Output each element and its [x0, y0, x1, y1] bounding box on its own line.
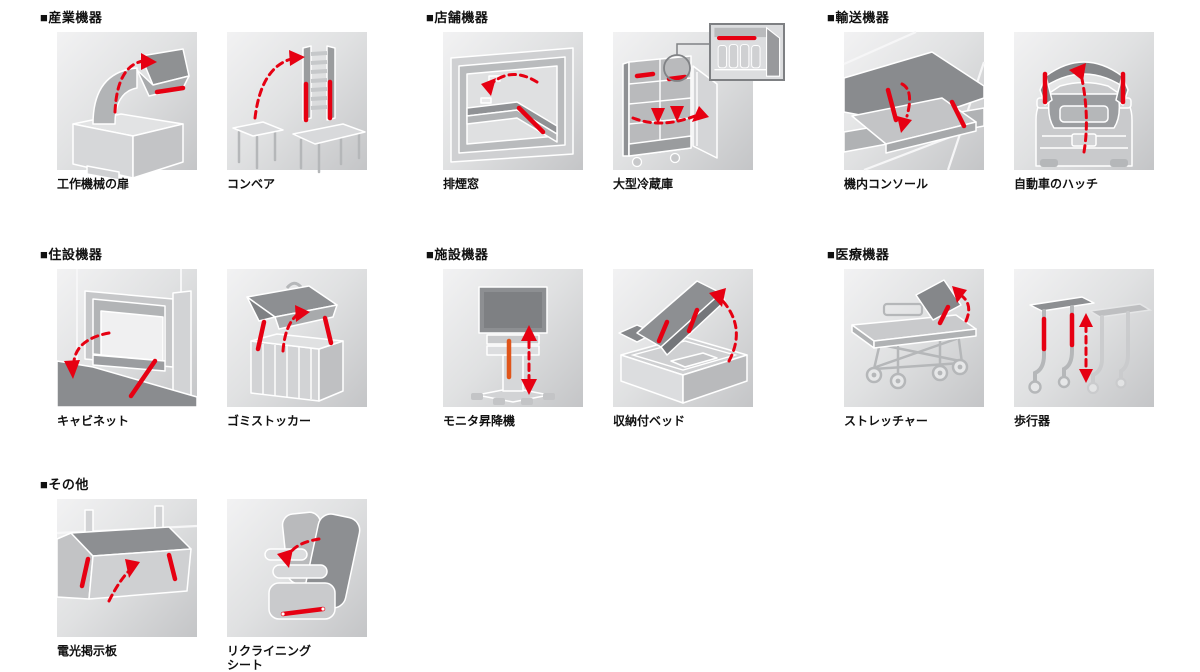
- tile-monitor-lift: モニタ昇降機: [443, 269, 583, 428]
- motion-arrows: [253, 50, 333, 123]
- cabinet-illustration: [56, 269, 198, 408]
- motion-arrows: [1042, 63, 1126, 154]
- item-label: キャビネット: [57, 414, 130, 428]
- tile-row: ストレッチャー: [844, 269, 1154, 428]
- stretcher-illustration: [844, 269, 984, 407]
- tile-row: 排煙窓: [443, 23, 785, 191]
- machine-tool-door-illustration: [57, 32, 197, 181]
- item-label: 収納付ベッド: [613, 414, 686, 428]
- tile-walker: 歩行器: [1014, 269, 1154, 428]
- motion-arrows: [506, 325, 537, 395]
- tile-stretcher: ストレッチャー: [844, 269, 984, 428]
- garbage-stocker-illustration: [227, 269, 367, 407]
- tile-conveyor: コンベア: [227, 32, 367, 191]
- monitor-lift-illustration: [443, 269, 583, 407]
- reclining-seat-illustration: [227, 499, 367, 637]
- tile-garbage-stocker: ゴミストッカー: [227, 269, 367, 428]
- group-industrial: ■産業機器 工作機械の扉: [40, 11, 367, 191]
- smoke-vent-window-illustration: [443, 32, 583, 170]
- item-label: 電光掲示板: [57, 644, 118, 658]
- motion-arrows: [64, 331, 158, 399]
- aircraft-console-illustration: [843, 30, 986, 172]
- group-medical: ■医療機器: [827, 248, 1154, 428]
- item-label: 歩行器: [1014, 414, 1051, 428]
- car-hatch-illustration: [1014, 32, 1154, 170]
- storage-bed-illustration: [613, 269, 753, 407]
- group-title: ■店舗機器: [426, 10, 489, 25]
- group-facility: ■施設機器 モニタ昇降機: [426, 248, 753, 428]
- item-label: 自動車のハッチ: [1014, 177, 1099, 191]
- motion-arrows: [481, 73, 546, 135]
- item-label: モニタ昇降機: [443, 414, 516, 428]
- item-label: リクライニング シート: [227, 644, 312, 672]
- walker-illustration: [1014, 269, 1154, 407]
- group-title: ■産業機器: [40, 10, 103, 25]
- motion-arrows: [255, 305, 334, 353]
- walker-ghost: [1086, 303, 1153, 395]
- group-title: ■住設機器: [40, 247, 103, 262]
- tile-row: 電光掲示板 リクライニング シート: [56, 499, 367, 672]
- group-title: ■医療機器: [827, 247, 890, 262]
- group-other: ■その他 電光掲示板: [40, 478, 367, 672]
- tile-row: 機内コンソール: [843, 30, 1154, 191]
- refrigerator-damper-inset: [709, 23, 785, 81]
- motion-arrows: [277, 537, 326, 617]
- group-store: ■店舗機器 排煙窓: [426, 10, 785, 191]
- group-housing: ■住設機器 キャビネット: [40, 248, 367, 428]
- group-transport: ■輸送機器 機内コンソール: [827, 11, 1154, 191]
- item-label: ストレッチャー: [844, 414, 928, 428]
- tile-machine-tool-door: 工作機械の扉: [57, 32, 197, 191]
- tile-row: モニタ昇降機 収納付ベッド: [443, 269, 753, 428]
- tile-reclining-seat: リクライニング シート: [227, 499, 367, 672]
- inset-connector-line: [676, 43, 709, 55]
- motion-arrows: [113, 53, 186, 114]
- tile-aircraft-console: 機内コンソール: [843, 30, 986, 191]
- tile-smoke-vent-window: 排煙窓: [443, 32, 583, 191]
- motion-arrows: [937, 286, 971, 326]
- tile-row: キャビネット: [56, 269, 367, 428]
- item-label: 排煙窓: [443, 177, 480, 191]
- item-label: 工作機械の扉: [57, 177, 130, 191]
- motion-arrows: [631, 71, 709, 125]
- item-label: ゴミストッカー: [227, 414, 312, 428]
- tile-row: 工作機械の扉: [57, 32, 367, 191]
- item-label: 大型冷蔵庫: [613, 177, 674, 191]
- motion-arrows: [1041, 312, 1093, 383]
- tile-led-display-board: 電光掲示板: [56, 499, 198, 672]
- group-title: ■施設機器: [426, 247, 489, 262]
- motion-arrows: [885, 82, 967, 133]
- led-display-board-illustration: [56, 499, 198, 637]
- conveyor-illustration: [227, 32, 367, 174]
- item-label: 機内コンソール: [844, 177, 929, 191]
- tile-car-hatch: 自動車のハッチ: [1014, 32, 1154, 191]
- tile-large-refrigerator: 大型冷蔵庫: [613, 23, 785, 191]
- group-title: ■その他: [40, 477, 89, 492]
- item-label: コンベア: [227, 177, 276, 191]
- tile-cabinet: キャビネット: [56, 269, 198, 428]
- group-title: ■輸送機器: [827, 10, 890, 25]
- motion-arrows: [79, 552, 178, 603]
- motion-arrows: [656, 288, 738, 363]
- tile-storage-bed: 収納付ベッド: [613, 269, 753, 428]
